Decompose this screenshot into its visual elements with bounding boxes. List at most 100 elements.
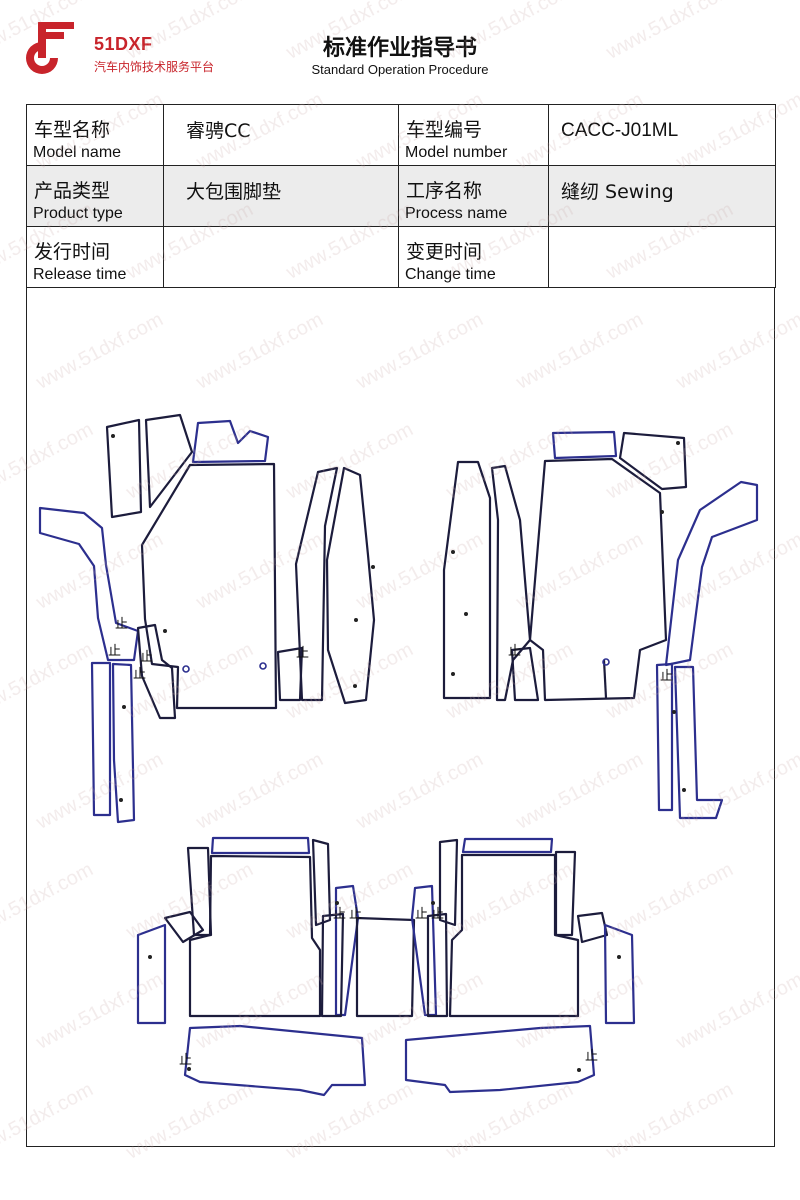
pattern-hole	[182, 665, 190, 673]
pattern-piece	[410, 884, 438, 1017]
pattern-piece	[191, 419, 270, 464]
pattern-piece	[188, 854, 322, 1018]
info-row-time: 发行时间 Release time 变更时间 Change time	[26, 226, 776, 288]
pattern-piece	[442, 460, 492, 700]
pattern-piece	[576, 911, 609, 944]
stop-mark: 止	[108, 644, 121, 659]
pattern-dot	[163, 629, 167, 633]
pattern-piece	[438, 838, 459, 927]
pattern-dot	[660, 510, 664, 514]
pattern-piece	[276, 646, 304, 702]
pattern-dot	[577, 1068, 581, 1072]
info-table: 车型名称 Model name 睿骋CC 车型编号 Model number CAC…	[26, 104, 776, 288]
stop-mark: 止	[333, 907, 346, 922]
pattern-dot	[111, 434, 115, 438]
pattern-piece	[38, 506, 140, 662]
pattern-piece	[136, 923, 167, 1025]
pattern-dot	[354, 618, 358, 622]
pattern-hole	[602, 658, 610, 666]
pattern-piece	[618, 431, 688, 491]
pattern-piece	[186, 846, 213, 937]
page-title: 标准作业指导书	[322, 36, 477, 61]
release-time-label-en: Release time	[33, 266, 127, 283]
stop-mark: 止	[508, 644, 521, 659]
stop-mark: 止	[585, 1049, 598, 1064]
model-name-value: 睿骋CC	[186, 120, 251, 142]
stop-mark: 止	[431, 907, 444, 922]
pattern-piece	[655, 662, 674, 812]
pattern-piece	[140, 462, 278, 710]
pattern-piece	[334, 884, 360, 1017]
pattern-dot	[464, 612, 468, 616]
pattern-piece	[426, 912, 449, 1018]
pattern-piece	[510, 646, 540, 702]
stop-mark: 止	[179, 1053, 192, 1068]
pattern-piece	[183, 1024, 367, 1097]
product-type-label-en: Product type	[33, 205, 123, 222]
brand-name: 51DXF	[94, 34, 153, 54]
stop-mark: 止	[133, 667, 146, 682]
process-name-label-cn: 工序名称	[406, 180, 483, 202]
pattern-piece	[90, 661, 112, 817]
pattern-dot	[451, 550, 455, 554]
pattern-piece	[551, 430, 618, 460]
product-type-label-cn: 产品类型	[34, 180, 111, 202]
pattern-dot	[371, 565, 375, 569]
model-number-label-en: Model number	[405, 144, 508, 161]
stop-mark: 止	[296, 646, 309, 661]
pattern-piece	[136, 623, 177, 720]
model-number-value: CACC-J01ML	[561, 120, 679, 141]
pattern-piece	[163, 910, 205, 944]
pattern-dot	[148, 955, 152, 959]
pattern-piece	[554, 850, 577, 937]
release-time-label-cn: 发行时间	[34, 241, 111, 263]
product-type-value: 大包围脚垫	[186, 181, 282, 203]
pattern-piece	[111, 662, 136, 824]
pattern-dot	[119, 798, 123, 802]
pattern-hole	[259, 662, 267, 670]
stop-mark: 止	[415, 907, 428, 922]
model-name-label-en: Model name	[33, 144, 122, 161]
pattern-drawing-area	[26, 288, 775, 1147]
pattern-piece	[210, 836, 311, 855]
pattern-dot	[335, 901, 339, 905]
stop-mark: 止	[660, 669, 673, 684]
pattern-dot	[617, 955, 621, 959]
logo-mark-icon	[26, 22, 74, 74]
pattern-piece	[325, 466, 376, 705]
pattern-dot	[431, 901, 435, 905]
model-number-label-cn: 车型编号	[406, 119, 483, 141]
pattern-piece	[528, 457, 668, 702]
pattern-piece	[320, 912, 345, 1018]
pattern-dot	[451, 672, 455, 676]
pattern-piece	[144, 413, 194, 509]
pattern-piece	[603, 923, 636, 1025]
stop-mark: 止	[115, 617, 128, 632]
process-name-label-en: Process name	[405, 205, 508, 222]
pattern-dot	[187, 1067, 191, 1071]
pattern-piece	[355, 916, 416, 1018]
change-time-label-cn: 变更时间	[406, 241, 483, 263]
info-row-model: 车型名称 Model name 睿骋CC 车型编号 Model number CAC…	[26, 104, 776, 166]
pattern-dot	[672, 710, 676, 714]
model-name-label-cn: 车型名称	[34, 119, 111, 141]
pattern-piece	[461, 837, 554, 854]
pattern-dot	[122, 705, 126, 709]
pattern-dot	[353, 684, 357, 688]
brand-tagline: 汽车内饰技术服务平台	[94, 60, 215, 74]
change-time-label-en: Change time	[405, 266, 496, 283]
pattern-piece	[664, 480, 759, 667]
process-name-value: 缝纫 Sewing	[561, 181, 674, 203]
pattern-piece	[490, 464, 532, 702]
pattern-dot	[676, 441, 680, 445]
pattern-piece	[673, 665, 724, 820]
pattern-piece	[311, 838, 332, 927]
pattern-piece	[404, 1024, 596, 1094]
brand-logo: 51DXF 汽车内饰技术服务平台	[20, 18, 230, 78]
stop-mark: 止	[349, 907, 362, 922]
pattern-piece	[105, 418, 143, 519]
stop-mark: 止	[140, 650, 153, 665]
pattern-dot	[682, 788, 686, 792]
